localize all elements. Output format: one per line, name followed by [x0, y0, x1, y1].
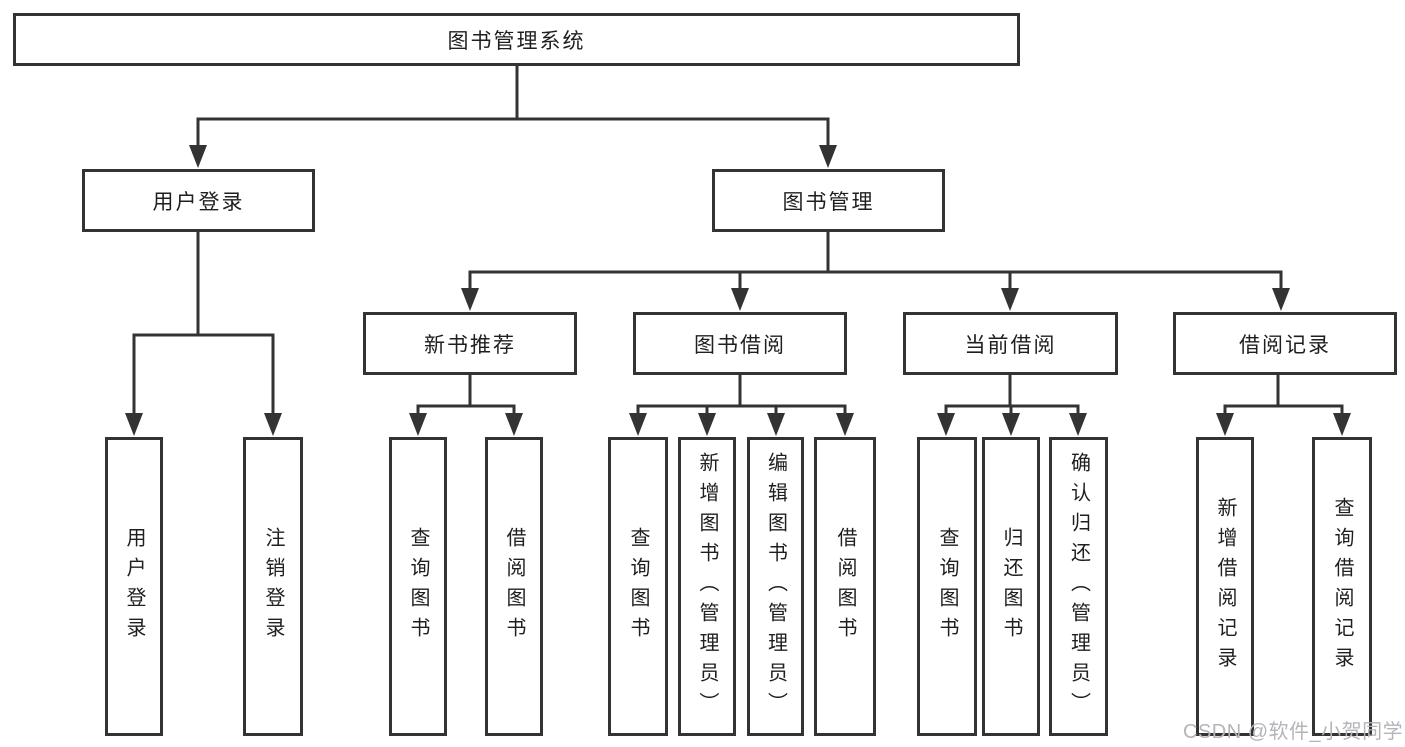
node-borrowing-records: 借阅记录	[1173, 312, 1397, 375]
arrowhead	[1216, 413, 1234, 436]
leaf-label: 确认归还（管理员）	[1067, 451, 1090, 722]
arrowhead	[1002, 413, 1020, 436]
node-new-book-recommend: 新书推荐	[363, 312, 577, 375]
leaf-records-query-borrow-record: 查询借阅记录	[1312, 437, 1372, 736]
leaf-label: 查询图书	[936, 526, 958, 647]
leaf-newbook-query-books: 查询图书	[389, 437, 447, 736]
leaf-label: 借阅图书	[834, 526, 856, 647]
node-book-borrowing: 图书借阅	[633, 312, 847, 375]
leaf-borrowing-borrow-books: 借阅图书	[814, 437, 876, 736]
arrowhead	[937, 413, 955, 436]
edge-mgmt-to-level3	[468, 232, 1283, 290]
arrowhead	[189, 145, 207, 168]
arrowhead	[767, 413, 785, 436]
edge-root-to-level2	[196, 66, 830, 149]
leaf-label: 查询借阅记录	[1331, 496, 1353, 677]
csdn-watermark: CSDN @软件_小贺同学	[1183, 721, 1404, 743]
leaf-label: 查询图书	[627, 526, 649, 647]
leaf-label: 注销登录	[262, 526, 284, 647]
leaf-borrowing-edit-books-admin: 编辑图书（管理员）	[747, 437, 804, 736]
edge-borrowing-to-leaves	[636, 374, 847, 415]
leaf-user-login: 用户登录	[105, 437, 163, 736]
arrowhead	[264, 413, 282, 436]
node-label: 当前借阅	[964, 333, 1057, 357]
arrowhead	[409, 413, 427, 436]
arrowhead	[505, 413, 523, 436]
node-label: 图书管理系统	[447, 29, 586, 53]
leaf-label: 新增借阅记录	[1214, 496, 1236, 677]
leaf-borrowing-add-books-admin: 新增图书（管理员）	[678, 437, 736, 736]
arrowhead	[125, 413, 143, 436]
arrowhead	[731, 288, 749, 311]
leaf-newbook-borrow-books: 借阅图书	[485, 437, 543, 736]
arrowhead	[461, 288, 479, 311]
node-current-borrowing: 当前借阅	[903, 312, 1118, 375]
leaf-current-confirm-return-admin: 确认归还（管理员）	[1049, 437, 1108, 736]
leaf-label: 编辑图书（管理员）	[764, 451, 787, 722]
arrowhead	[1272, 288, 1290, 311]
edge-newbook-to-leaves	[416, 374, 516, 415]
arrowhead	[1069, 413, 1087, 436]
leaf-logout: 注销登录	[243, 437, 303, 736]
node-user-login: 用户登录	[82, 169, 315, 232]
edge-records-to-leaves	[1223, 374, 1344, 415]
arrowhead	[1001, 288, 1019, 311]
node-label: 图书借阅	[694, 333, 786, 357]
arrowhead	[629, 413, 647, 436]
node-label: 借阅记录	[1239, 333, 1331, 357]
leaf-label: 查询图书	[407, 526, 429, 647]
arrowhead	[698, 413, 716, 436]
leaf-current-query-books: 查询图书	[917, 437, 977, 736]
node-label: 用户登录	[152, 190, 245, 214]
node-label: 新书推荐	[424, 333, 516, 357]
node-book-management: 图书管理	[712, 169, 945, 232]
leaf-records-add-borrow-record: 新增借阅记录	[1196, 437, 1254, 736]
leaf-label: 新增图书（管理员）	[696, 451, 718, 722]
leaf-current-return-books: 归还图书	[982, 437, 1040, 736]
arrowhead	[819, 145, 837, 168]
node-label: 图书管理	[782, 190, 875, 214]
arrowhead	[836, 413, 854, 436]
edge-current-to-leaves	[944, 374, 1080, 415]
edge-login-to-leaves	[132, 232, 275, 415]
node-library-management-system: 图书管理系统	[13, 13, 1020, 66]
leaf-label: 借阅图书	[503, 526, 525, 647]
leaf-label: 归还图书	[1000, 526, 1022, 647]
leaf-borrowing-query-books: 查询图书	[608, 437, 668, 736]
arrowhead	[1333, 413, 1351, 436]
leaf-label: 用户登录	[123, 526, 145, 647]
